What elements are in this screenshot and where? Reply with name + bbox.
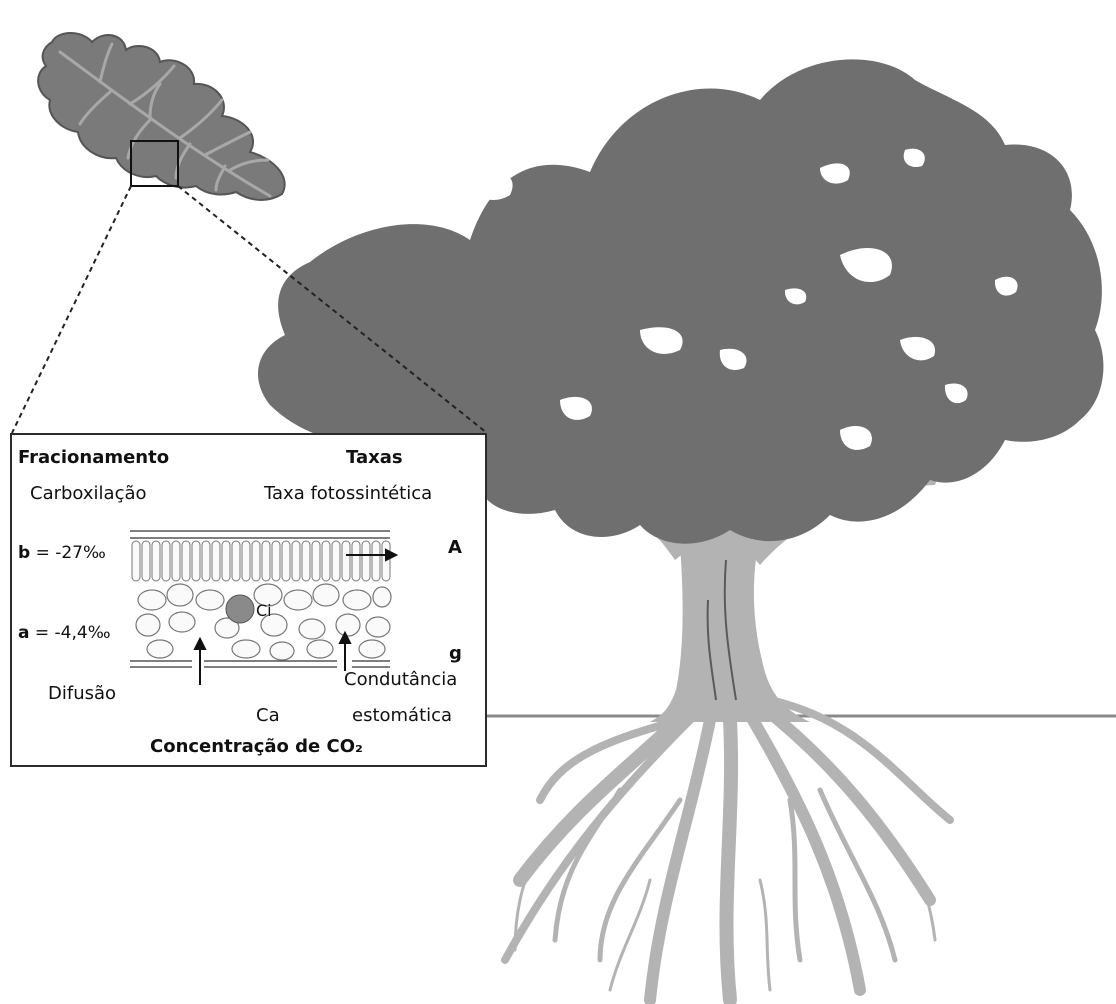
trunk-shading — [706, 559, 737, 701]
heading-rates: Taxas — [346, 447, 403, 468]
tree-canopy — [258, 59, 1104, 544]
leaf-zoom-box — [130, 140, 179, 187]
label-b-fractionation: b = -27‰ — [18, 545, 106, 562]
palisade-layer — [131, 540, 391, 582]
heading-fractionation: Fracionamento — [18, 447, 170, 468]
label-rate-A: A — [448, 537, 462, 558]
leaf-illustration — [37, 32, 286, 201]
label-a-fractionation: a = -4,4‰ — [18, 625, 111, 642]
label-ci: Ci — [256, 601, 272, 620]
a-value: = -4,4‰ — [29, 623, 111, 643]
flux-arrows — [193, 548, 399, 685]
upper-epidermis — [130, 530, 390, 539]
lower-epidermis — [130, 660, 390, 668]
label-diffusion: Difusão — [48, 683, 117, 704]
tree-trunk — [650, 526, 810, 722]
canopy-gaps — [470, 66, 1018, 450]
spongy-mesophyll — [135, 583, 392, 661]
label-ca: Ca — [256, 705, 280, 726]
label-conductance-g: g — [449, 643, 462, 664]
leaf-cross-section-diagram — [130, 530, 399, 685]
leaf-cross-section-inset: Fracionamento Taxas Carboxilação Taxa fo… — [10, 433, 487, 767]
label-stomatal-conductance-line1: Condutância — [344, 669, 458, 690]
tree-roots — [501, 693, 954, 1004]
ci-intercellular-space — [225, 594, 255, 624]
label-photosynthetic-rate: Taxa fotossintética — [264, 483, 433, 504]
b-value: = -27‰ — [30, 543, 106, 563]
zoom-lines — [11, 185, 488, 434]
label-carboxylation: Carboxilação — [30, 483, 147, 504]
label-co2-concentration: Concentração de CO₂ — [150, 736, 363, 757]
a-symbol: a — [18, 623, 30, 643]
b-symbol: b — [18, 543, 31, 563]
label-stomatal-conductance-line2: estomática — [352, 705, 453, 726]
